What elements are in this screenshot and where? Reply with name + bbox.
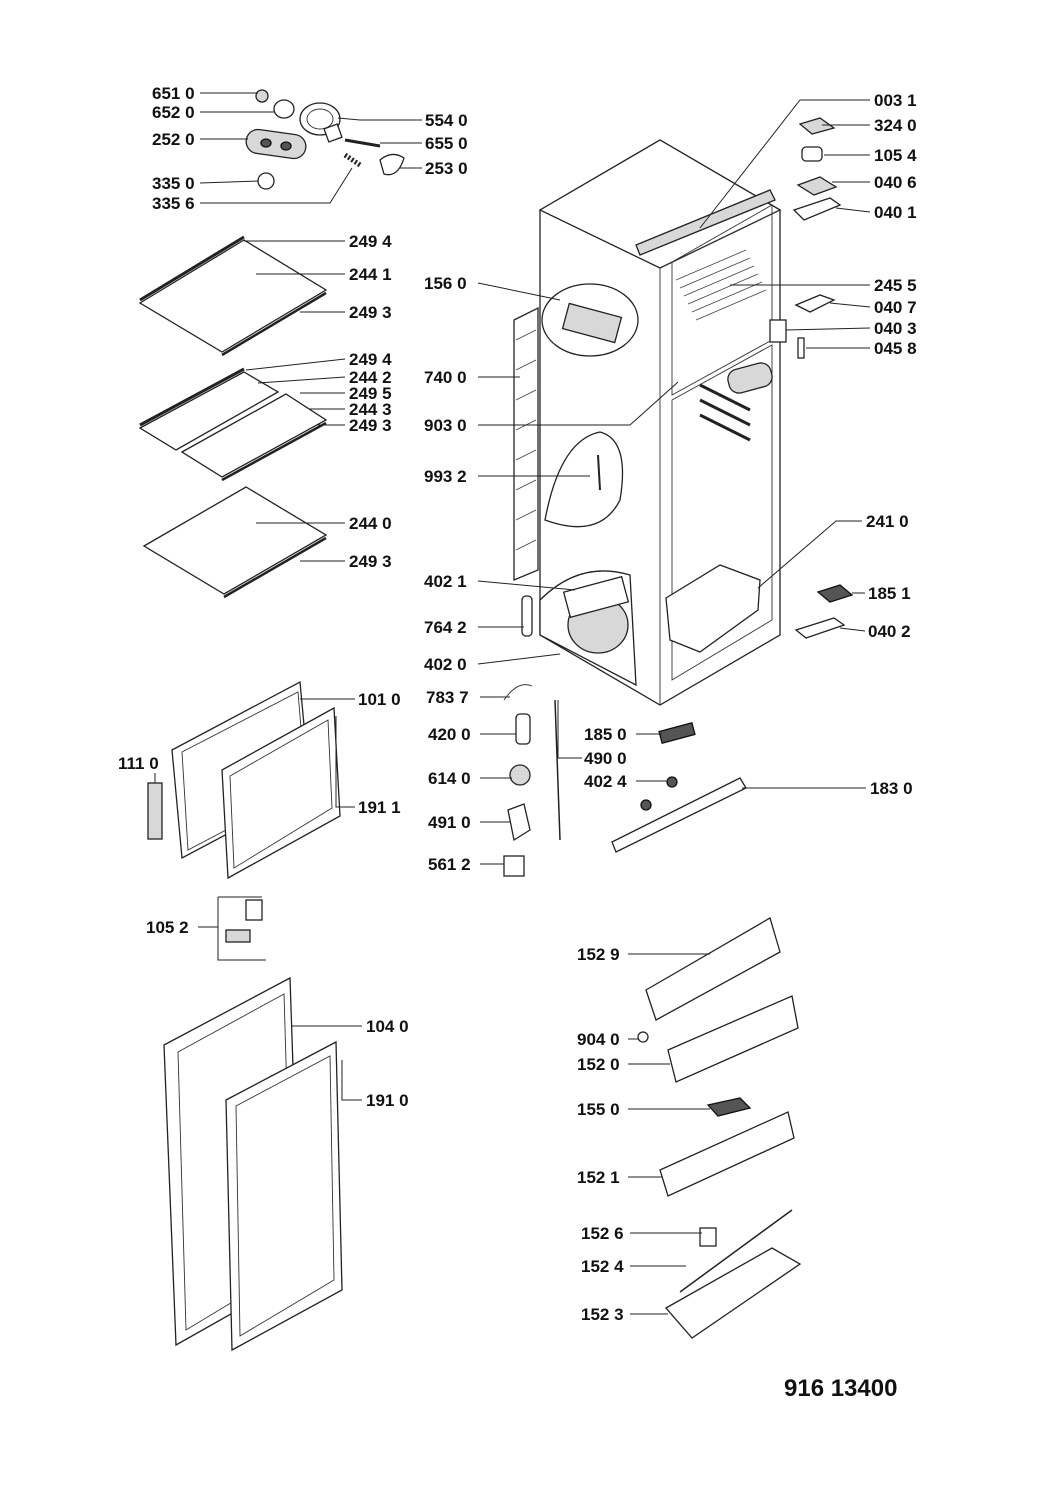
part-label: 651 0 bbox=[152, 84, 195, 103]
fridge-door bbox=[163, 899, 343, 1352]
leader-lines bbox=[154, 92, 871, 1315]
part-label: 003 1 bbox=[874, 91, 917, 110]
part-label: 183 0 bbox=[870, 779, 913, 798]
part-label: 244 1 bbox=[349, 265, 392, 284]
part-label: 111 0 bbox=[118, 754, 159, 773]
part-label: 040 7 bbox=[874, 298, 917, 317]
part-label: 561 2 bbox=[428, 855, 471, 874]
part-label: 903 0 bbox=[424, 416, 467, 435]
part-label: 249 3 bbox=[349, 303, 392, 322]
part-label: 045 8 bbox=[874, 339, 917, 358]
part-label: 152 3 bbox=[581, 1305, 624, 1324]
part-label: 652 0 bbox=[152, 103, 195, 122]
part-label: 105 4 bbox=[874, 146, 917, 165]
part-label: 740 0 bbox=[424, 368, 467, 387]
part-label: 249 4 bbox=[349, 232, 392, 251]
part-label: 249 5 bbox=[349, 384, 392, 403]
part-label: 245 5 bbox=[874, 276, 917, 295]
glass-shelf-lower bbox=[142, 486, 328, 599]
part-label: 252 0 bbox=[152, 130, 195, 149]
part-label: 040 1 bbox=[874, 203, 917, 222]
split-shelves bbox=[138, 367, 328, 482]
hinge-and-bracket-parts bbox=[769, 117, 854, 639]
part-label: 244 3 bbox=[349, 400, 392, 419]
part-label: 156 0 bbox=[424, 274, 467, 293]
part-label: 152 0 bbox=[577, 1055, 620, 1074]
part-label: 249 3 bbox=[349, 416, 392, 435]
part-label: 155 0 bbox=[577, 1100, 620, 1119]
part-label: 244 2 bbox=[349, 368, 392, 387]
part-label: 152 6 bbox=[581, 1224, 624, 1243]
part-label: 335 6 bbox=[152, 194, 195, 213]
part-label: 104 0 bbox=[366, 1017, 409, 1036]
part-labels: 651 0 652 0 252 0 335 0 335 6 554 0 655 … bbox=[118, 84, 917, 1324]
part-label: 335 0 bbox=[152, 174, 195, 193]
part-label: 491 0 bbox=[428, 813, 471, 832]
part-label: 191 0 bbox=[366, 1091, 409, 1110]
part-label: 783 7 bbox=[426, 688, 469, 707]
part-label: 554 0 bbox=[425, 111, 468, 130]
part-label: 904 0 bbox=[577, 1030, 620, 1049]
part-label: 185 0 bbox=[584, 725, 627, 744]
lamp-assembly-parts bbox=[245, 89, 405, 190]
freezer-door bbox=[147, 680, 341, 880]
glass-shelf-upper bbox=[138, 235, 328, 357]
door-balconies bbox=[637, 917, 802, 1339]
part-label: 249 4 bbox=[349, 350, 392, 369]
part-label: 040 3 bbox=[874, 319, 917, 338]
part-label: 040 6 bbox=[874, 173, 917, 192]
part-label: 244 0 bbox=[349, 514, 392, 533]
refrigerator-cabinet bbox=[513, 139, 782, 706]
part-label: 152 4 bbox=[581, 1257, 624, 1276]
part-label: 764 2 bbox=[424, 618, 467, 637]
part-label: 040 2 bbox=[868, 622, 911, 641]
part-label: 614 0 bbox=[428, 769, 471, 788]
part-label: 185 1 bbox=[868, 584, 911, 603]
part-label: 993 2 bbox=[424, 467, 467, 486]
part-label: 152 9 bbox=[577, 945, 620, 964]
part-label: 253 0 bbox=[425, 159, 468, 178]
part-label: 101 0 bbox=[358, 690, 401, 709]
part-label: 249 3 bbox=[349, 552, 392, 571]
part-label: 402 1 bbox=[424, 572, 467, 591]
part-label: 402 0 bbox=[424, 655, 467, 674]
part-label: 490 0 bbox=[584, 749, 627, 768]
part-label: 324 0 bbox=[874, 116, 917, 135]
part-label: 105 2 bbox=[146, 918, 189, 937]
part-label: 241 0 bbox=[866, 512, 909, 531]
part-label: 655 0 bbox=[425, 134, 468, 153]
part-label: 420 0 bbox=[428, 725, 471, 744]
part-label: 191 1 bbox=[358, 798, 401, 817]
part-label: 152 1 bbox=[577, 1168, 620, 1187]
drawing-code: 916 13400 bbox=[784, 1375, 897, 1402]
part-label: 402 4 bbox=[584, 772, 627, 791]
